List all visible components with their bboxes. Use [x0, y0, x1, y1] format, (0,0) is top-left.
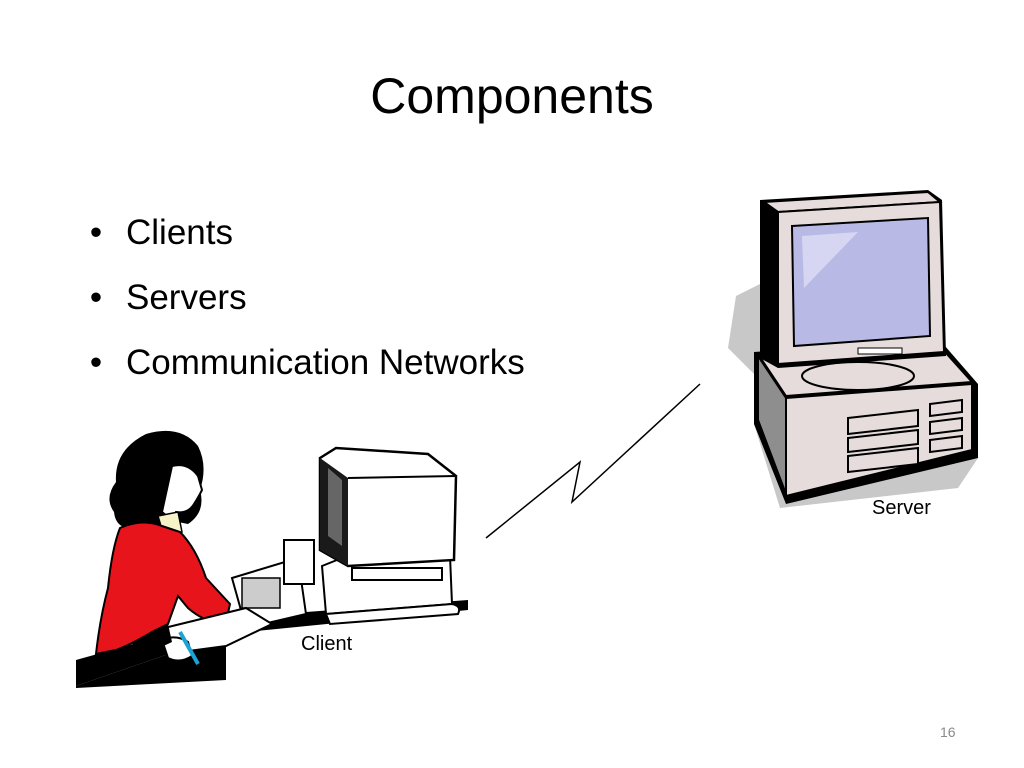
lightning-link-icon: [485, 383, 701, 539]
bullet-item: • Clients: [86, 200, 525, 265]
slide-title: Components: [370, 68, 654, 124]
bullet-icon: •: [89, 343, 103, 382]
desktop-computer-icon: [728, 190, 978, 508]
bullet-icon: •: [89, 278, 103, 317]
woman-at-computer-icon: [76, 430, 468, 688]
server-caption: Server: [872, 497, 931, 519]
bullet-text: Servers: [126, 278, 247, 317]
bullet-text: Communication Networks: [126, 343, 525, 382]
bullet-icon: •: [89, 213, 103, 252]
bullet-item: • Communication Networks: [86, 330, 525, 395]
page-number: 16: [940, 724, 956, 740]
bullet-text: Clients: [126, 213, 233, 252]
bullet-item: • Servers: [86, 265, 525, 330]
bullet-list: • Clients • Servers • Communication Network…: [86, 200, 525, 395]
client-caption: Client: [301, 633, 353, 655]
